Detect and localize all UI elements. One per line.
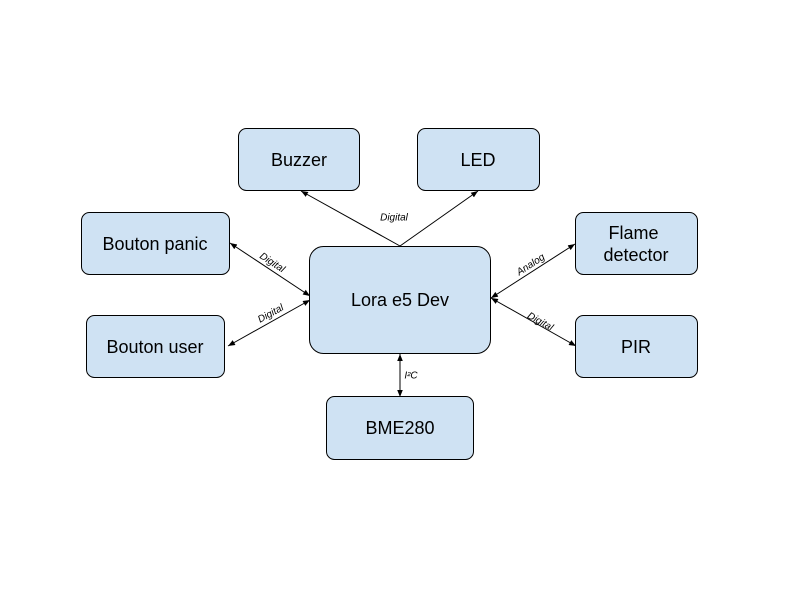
- edge-lora-pir: [490, 297, 577, 347]
- node-lora-e5-dev: Lora e5 Dev: [309, 246, 491, 354]
- edge-lora-to-led: [399, 190, 479, 247]
- edge-lora-bouton-user: [227, 299, 311, 347]
- edge-label-outputs: Digital: [380, 213, 409, 224]
- node-bme280: BME280: [326, 396, 474, 460]
- edge-label-pir: Digital: [525, 310, 555, 333]
- node-flame-detector-line2: detector: [603, 245, 668, 265]
- node-flame-detector-label: Flame detector: [603, 223, 668, 265]
- edge-lora-flame: [490, 243, 576, 299]
- node-led: LED: [417, 128, 540, 191]
- node-pir: PIR: [575, 315, 698, 378]
- node-led-label: LED: [460, 150, 495, 170]
- node-pir-label: PIR: [621, 337, 651, 357]
- node-buzzer-label: Buzzer: [271, 150, 327, 170]
- edge-lora-bouton-panic: [229, 242, 311, 297]
- node-buzzer: Buzzer: [238, 128, 360, 191]
- edge-label-bme280: I²C: [404, 371, 418, 382]
- node-lora-e5-dev-label: Lora e5 Dev: [351, 290, 449, 310]
- node-bouton-panic: Bouton panic: [81, 212, 230, 275]
- node-bouton-user: Bouton user: [86, 315, 225, 378]
- node-bme280-label: BME280: [365, 418, 434, 438]
- node-flame-detector-line1: Flame: [608, 223, 658, 243]
- node-flame-detector: Flame detector: [575, 212, 698, 275]
- node-bouton-panic-label: Bouton panic: [102, 234, 207, 254]
- node-bouton-user-label: Bouton user: [106, 337, 203, 357]
- edge-label-bouton-panic: Digital: [257, 251, 287, 276]
- edge-lora-to-buzzer: [300, 190, 401, 247]
